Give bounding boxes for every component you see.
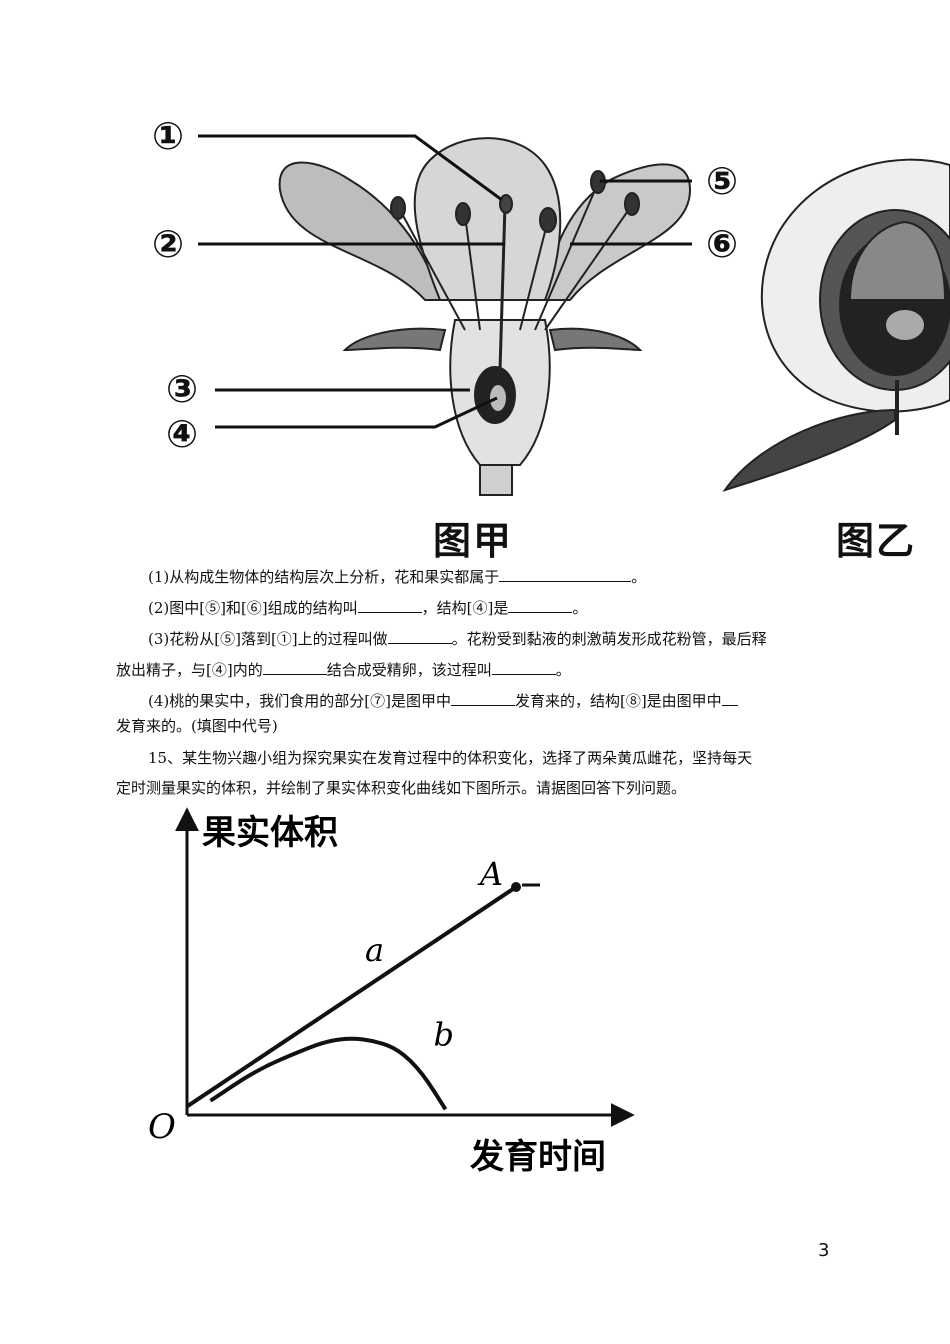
question-1: (1)从构成生物体的结构层次上分析，花和果实都属于。 <box>148 566 647 586</box>
question-4-line-1: (4)桃的果实中，我们食用的部分[⑦]是图甲中发育来的，结构[⑧]是由图甲中 <box>148 690 738 712</box>
series-a-line <box>185 885 518 1109</box>
fruit-volume-chart: 果实体积 发育时间 O a Ab <box>148 807 635 1177</box>
question-15-line-1: 15、某生物兴趣小组为探究果实在发育过程中的体积变化，选择了两朵黄瓜雌花，坚持每… <box>148 749 753 767</box>
label-4: ④ <box>166 412 199 456</box>
y-axis-label: 果实体积 <box>202 813 338 853</box>
point-a-marker <box>511 882 521 892</box>
peach-illustration <box>722 158 950 492</box>
x-axis-label: 发育时间 <box>470 1137 606 1177</box>
caption-figure-yi: 图乙 <box>836 519 917 563</box>
answer-blank[interactable] <box>387 628 452 644</box>
series-b-label: b <box>434 1015 454 1053</box>
origin-label: O <box>148 1107 176 1147</box>
label-1: ① <box>152 114 185 158</box>
question-3-line-2: 放出精子，与[④]内的结合成受精卵，该过程叫。 <box>116 659 571 679</box>
series-b-line <box>209 1036 448 1111</box>
question-2: (2)图中[⑤]和[⑥]组成的结构叫，结构[④]是。 <box>148 597 588 617</box>
question-4-line-2: 发育来的。(填图中代号) <box>116 717 278 735</box>
question-15-line-2: 定时测量果实的体积，并绘制了果实体积变化曲线如下图所示。请据图回答下列问题。 <box>116 779 687 797</box>
answer-blank[interactable] <box>491 659 556 675</box>
answer-blank[interactable] <box>262 659 327 675</box>
page-number: 3 <box>818 1240 830 1261</box>
label-2: ② <box>152 222 185 266</box>
question-3-line-1: (3)花粉从[⑤]落到[①]上的过程叫做。花粉受到黏液的刺激萌发形成花粉管，最后… <box>148 628 767 648</box>
answer-blank[interactable] <box>508 597 573 613</box>
caption-figure-jia: 图甲 <box>433 519 514 563</box>
point-a-label: A <box>477 855 503 893</box>
label-leader-lines <box>198 134 692 429</box>
label-5: ⑤ <box>706 159 739 203</box>
answer-blank[interactable] <box>499 566 632 582</box>
label-6: ⑥ <box>706 222 739 266</box>
answer-blank[interactable] <box>357 597 422 613</box>
answer-blank[interactable] <box>721 690 738 706</box>
label-3: ③ <box>166 367 199 411</box>
figure-illustrations <box>198 134 950 496</box>
answer-blank[interactable] <box>450 690 515 706</box>
series-layer: a Ab <box>185 855 540 1111</box>
series-a-label: a <box>365 931 384 969</box>
flower-illustration <box>278 137 692 496</box>
